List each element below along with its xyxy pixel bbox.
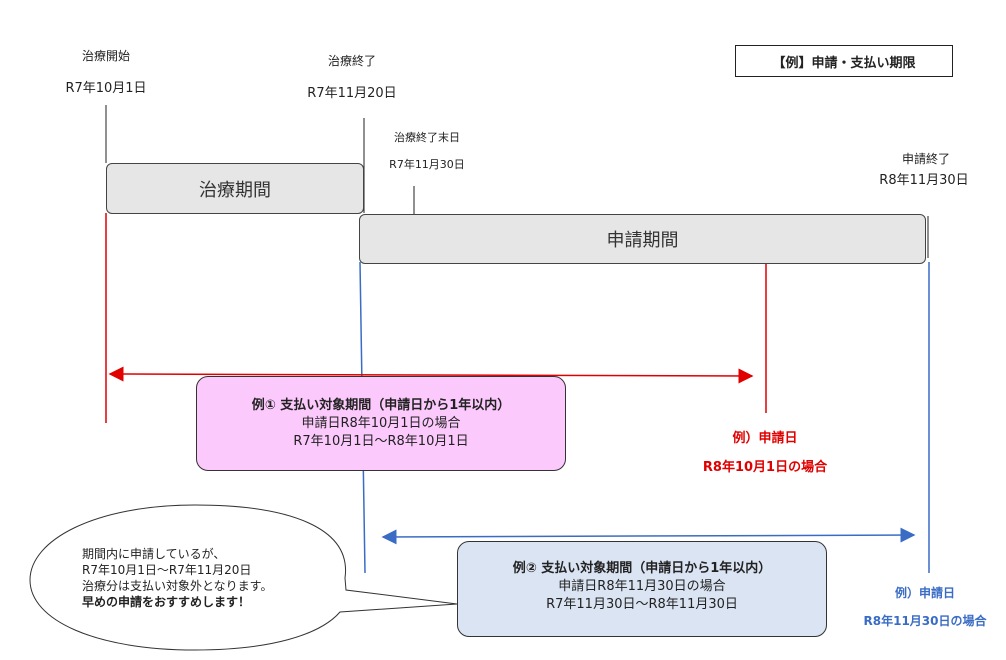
callout-line4: 早めの申請をおすすめします！	[82, 595, 251, 609]
callout-text: 期間内に申請しているが、 R7年10月1日～R7年11月20日 治療分は支払い対…	[82, 546, 272, 610]
example2-line1: 申請日R8年11月30日の場合	[558, 579, 726, 594]
example1-title: 例① 支払い対象期間（申請日から1年以内）	[251, 398, 511, 413]
treatment-period-bar: 治療期間	[106, 163, 364, 214]
example1-line1: 申請日R8年10月1日の場合	[301, 416, 461, 431]
example1-card: 例① 支払い対象期間（申請日から1年以内） 申請日R8年10月1日の場合 R7年…	[196, 376, 566, 471]
example1-marker-date: R8年10月1日の場合	[702, 460, 828, 475]
treatment-end-label: 治療終了	[327, 54, 376, 68]
example2-card: 例② 支払い対象期間（申請日から1年以内） 申請日R8年11月30日の場合 R7…	[457, 541, 827, 637]
month-end-date: R7年11月30日	[389, 158, 465, 171]
application-end-label: 申請終了	[901, 152, 950, 166]
treatment-start-date: R7年10月1日	[65, 81, 147, 96]
example2-marker-label: 例）申請日	[894, 586, 955, 600]
example1-marker-label: 例）申請日	[732, 431, 798, 446]
callout-line1: 期間内に申請しているが、	[82, 547, 226, 561]
example2-marker-date: R8年11月30日の場合	[863, 614, 987, 628]
legend-box: 【例】申請・支払い期限	[735, 45, 953, 77]
example2-line2: R7年11月30日～R8年11月30日	[546, 597, 738, 612]
example1-line2: R7年10月1日～R8年10月1日	[293, 434, 469, 449]
callout-bubble	[29, 504, 458, 651]
legend-text: 【例】申請・支払い期限	[772, 55, 916, 71]
application-period-bar: 申請期間	[359, 214, 926, 264]
application-period-label: 申請期間	[606, 230, 679, 251]
callout-line3: 治療分は支払い対象外となります。	[82, 579, 273, 593]
example2-title: 例② 支払い対象期間（申請日から1年以内）	[512, 561, 772, 576]
application-end-date: R8年11月30日	[879, 173, 969, 188]
treatment-period-label: 治療期間	[199, 179, 271, 201]
red-arrow	[108, 366, 754, 384]
month-end-label: 治療終了末日	[394, 131, 460, 144]
blue-arrow	[381, 527, 916, 545]
treatment-end-date: R7年11月20日	[307, 86, 397, 101]
treatment-start-label: 治療開始	[81, 49, 130, 63]
callout-line2: R7年10月1日～R7年11月20日	[82, 563, 252, 577]
